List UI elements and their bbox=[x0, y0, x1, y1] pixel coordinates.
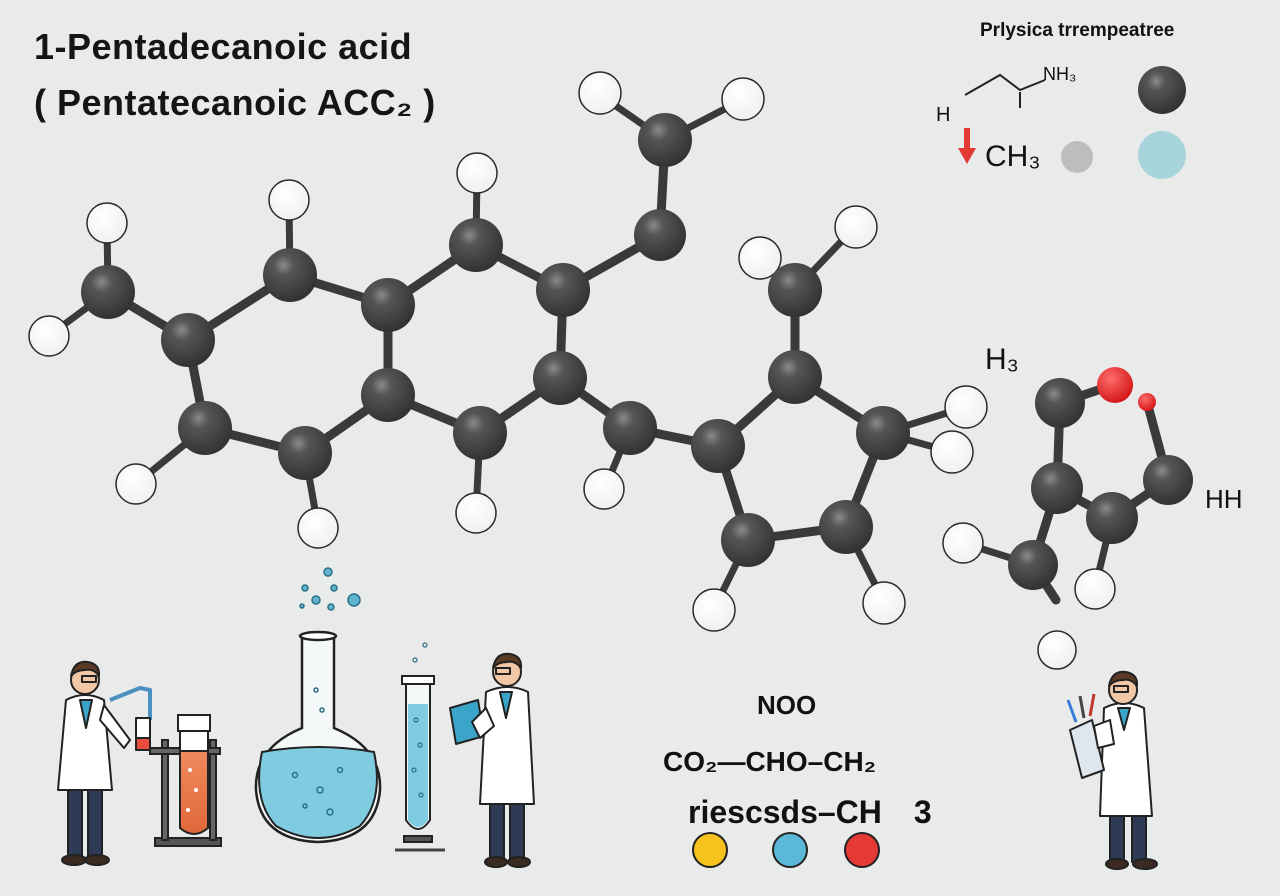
test-tube-stand-illustration bbox=[149, 714, 222, 847]
page-title: 1-Pentadecanoic acid bbox=[34, 26, 413, 67]
scientist-right-illustration bbox=[1066, 670, 1158, 870]
legend-nh-label: NH₃ bbox=[1043, 64, 1077, 84]
round-flask-illustration bbox=[254, 567, 382, 844]
blue-dot bbox=[772, 832, 808, 868]
legend-swatch-dark bbox=[1138, 66, 1186, 114]
scientist-tablet-illustration bbox=[449, 652, 535, 868]
legend-title: Prlysica trrempeatree bbox=[980, 20, 1175, 41]
hydrogen-atoms bbox=[28, 71, 1116, 670]
atom-label-hh: HH bbox=[1205, 484, 1243, 514]
carbon-atoms bbox=[81, 113, 1193, 590]
legend-swatch-blue bbox=[1138, 131, 1186, 179]
atom-label-h3: H₃ bbox=[985, 343, 1019, 376]
formula-dots bbox=[692, 832, 880, 868]
formula-line-2: CO₂—CHO–CH₂ bbox=[663, 746, 877, 777]
formula-line-3: riescsds–CH 3 bbox=[688, 794, 932, 830]
page-subtitle: ( Pentatecanoic ACC₂ ) bbox=[34, 82, 436, 123]
legend-arrow-icon bbox=[958, 128, 976, 164]
scientist-left-illustration bbox=[57, 660, 152, 866]
blue-test-tube-illustration bbox=[395, 642, 445, 852]
legend-bond-line bbox=[964, 73, 1046, 96]
legend-h-label: H bbox=[936, 104, 951, 126]
legend-ch3-label: CH₃ bbox=[985, 140, 1041, 173]
legend-swatch-gray bbox=[1061, 141, 1093, 173]
formula-line-1: NOO bbox=[757, 690, 817, 720]
oxygen-atoms bbox=[1097, 367, 1156, 411]
yellow-dot bbox=[692, 832, 728, 868]
red-dot bbox=[844, 832, 880, 868]
legend-graphic bbox=[958, 66, 1186, 179]
